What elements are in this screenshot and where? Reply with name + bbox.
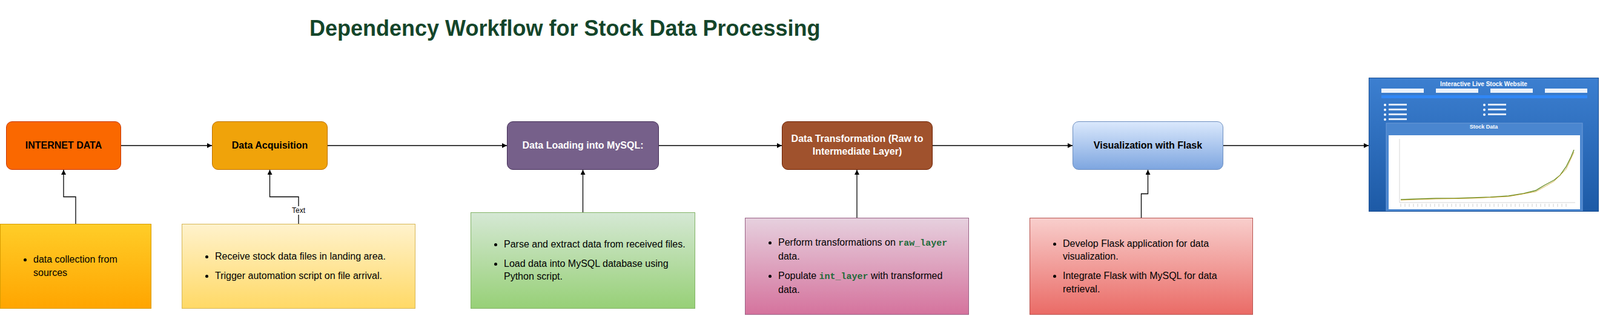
process-box: Data Acquisition <box>211 121 328 170</box>
box-label: Data Transformation (Raw to Intermediate… <box>789 132 925 159</box>
panel-title: Stock Data <box>1469 123 1499 130</box>
note-box: data collection from sources <box>0 223 152 309</box>
note-box: Receive stock data files in landing area… <box>181 223 416 309</box>
note-text: Develop Flask application for data visua… <box>1062 236 1244 263</box>
box-label: INTERNET DATA <box>25 139 103 153</box>
note-box: Parse and extract data from received fil… <box>470 211 696 309</box>
source-box: INTERNET DATA <box>6 121 122 170</box>
note-text: data collection from sources <box>33 252 143 279</box>
connector-arrow <box>63 169 76 224</box>
bullet-list: Parse and extract data from received fil… <box>479 231 687 289</box>
note-box: Perform transformations on raw_layer dat… <box>744 217 969 315</box>
connector-arrow <box>856 169 857 218</box>
connector-arrow <box>582 169 584 212</box>
process-box: Data Loading into MySQL: <box>506 121 659 170</box>
connector-arrow <box>1223 144 1369 146</box>
box-label: Visualization with Flask <box>1093 139 1203 153</box>
box-label: Data Loading into MySQL: <box>522 139 644 153</box>
connector-arrow <box>658 144 782 146</box>
bullet-list: Perform transformations on raw_layer dat… <box>753 229 960 303</box>
edge-label: Text <box>290 205 307 215</box>
website-title: Interactive Live Stock Website <box>1440 80 1528 88</box>
connector-arrow <box>121 144 212 146</box>
note-text: Perform transformations on raw_layer dat… <box>778 235 960 263</box>
bullet-list: data collection from sources <box>9 246 143 285</box>
bullet-list: Receive stock data files in landing area… <box>190 243 407 288</box>
connector-arrow <box>932 144 1073 146</box>
note-box: Develop Flask application for data visua… <box>1029 217 1253 315</box>
website-screenshot: Interactive Live Stock WebsiteStock Data <box>1368 77 1599 212</box>
diagram-title: Dependency Workflow for Stock Data Proce… <box>309 15 821 42</box>
note-text: Receive stock data files in landing area… <box>214 249 407 263</box>
process-box: Data Transformation (Raw to Intermediate… <box>781 121 933 170</box>
connector-arrow <box>270 169 300 224</box>
note-text: Load data into MySQL database using Pyth… <box>503 256 687 283</box>
website-illustration <box>1369 78 1599 212</box>
connector-arrow <box>327 144 507 146</box>
box-label: Data Acquisition <box>231 139 309 153</box>
note-text: Parse and extract data from received fil… <box>503 237 687 251</box>
connector-arrow <box>1141 169 1149 218</box>
bullet-list: Develop Flask application for data visua… <box>1038 230 1244 301</box>
process-box: Visualization with Flask <box>1072 121 1224 170</box>
note-text: Integrate Flask with MySQL for data retr… <box>1062 268 1244 295</box>
note-text: Populate int_layer with transformed data… <box>778 268 960 297</box>
note-text: Trigger automation script on file arriva… <box>214 268 407 283</box>
